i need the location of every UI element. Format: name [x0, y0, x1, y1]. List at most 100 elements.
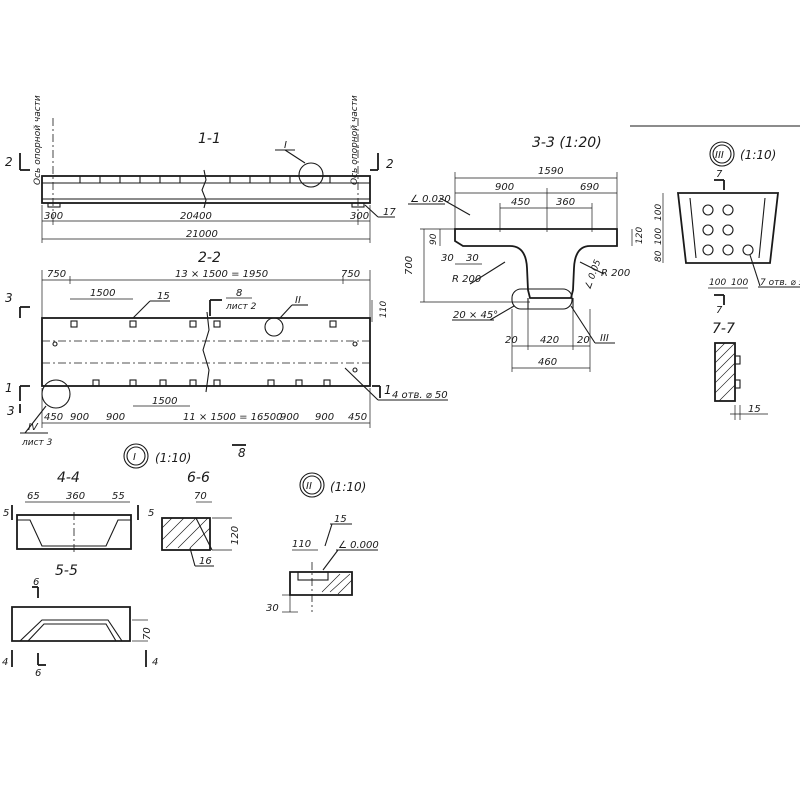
plan-top-studs: [70, 320, 337, 328]
node-I-title-label: I: [133, 452, 136, 463]
chamfer-label: 20 × 45°: [453, 310, 498, 321]
node-III-hole-6: [722, 244, 734, 256]
node-III-hole-4: [722, 224, 734, 236]
node-III-leader: [570, 305, 596, 344]
node-I-title-circle: [123, 443, 149, 469]
node-II-pos-15: 15: [334, 514, 347, 525]
dim-20-left: 20: [505, 335, 518, 346]
pos-16-label: 16: [199, 556, 212, 567]
dim-30-a: 30: [441, 253, 454, 264]
dim-21000: 21000: [186, 229, 218, 240]
plan-bottom-studs: [92, 379, 331, 387]
node-II-hatch: [321, 573, 353, 595]
plan-hole-1: [52, 341, 58, 347]
section-4-4: 4-4 65 360 55 5 5: [3, 470, 154, 552]
node-IV-callout-circle: [41, 379, 71, 409]
cut-label-1-left: 1: [5, 381, 13, 395]
dim-300-right: 300: [350, 211, 369, 222]
dim-300-left: 300: [44, 211, 63, 222]
dim-1590: 1590: [538, 166, 563, 177]
cut-label-7-bottom: 7: [716, 305, 723, 316]
node-III-hole-7: [742, 244, 754, 256]
holes-4-leader: [344, 367, 379, 401]
dim-120-6-6: 120: [230, 526, 241, 545]
node-III-title-circle: [709, 141, 735, 167]
plan-break-line: [202, 311, 210, 393]
node-III-holes-label: 7 отв. ⌀ 50: [760, 278, 800, 288]
node-II-slope-000: ∠ 0.000: [338, 540, 379, 551]
node-III-hole-1: [702, 204, 714, 216]
holes-4-label: 4 отв. ⌀ 50: [392, 390, 448, 401]
plan-hole-3: [352, 367, 358, 373]
node-II-title-circle: [299, 472, 325, 498]
section-1-1-title: 1-1: [198, 131, 221, 147]
dim-450-right: 450: [348, 412, 367, 423]
node-III-dim-100-c: 100: [709, 278, 726, 288]
support-axis-label-right: Ось опорной части: [350, 95, 360, 185]
section-3-3-title: 3-3 (1:20): [532, 135, 602, 151]
pos-15-leader: [132, 300, 151, 319]
node-I-leader: [284, 149, 306, 164]
r200-right: R 200: [601, 268, 630, 279]
cut-label-7-top: 7: [716, 169, 723, 180]
section-1-1: 1-1 2 2 Ось опорной части Ось опорной ча…: [5, 95, 396, 243]
dim-900-d: 900: [315, 412, 334, 423]
section-3-3: 3-3 (1:20) 1590 900 690 450 360 ∠ 0.020 …: [404, 135, 645, 372]
node-III-scale: (1:10): [740, 148, 776, 162]
section-7-7-hatch: [714, 342, 736, 402]
section-2-2-title: 2-2: [198, 250, 221, 266]
dim-360-section: 360: [556, 197, 575, 208]
cut-label-2-left: 2: [5, 155, 13, 169]
cut-label-2-right: 2: [386, 157, 394, 171]
node-I-callout-circle: [298, 162, 324, 188]
cut-label-3-bottom: 3: [7, 404, 15, 418]
node-I-callout-label: I: [284, 140, 287, 151]
slope-020-leader: [439, 197, 471, 216]
node-I-detail-header: I (1:10): [123, 443, 191, 469]
node-II-title-label: II: [306, 481, 312, 492]
section-6-6: 6-6 70 120 16: [161, 470, 241, 567]
dim-900-section: 900: [495, 182, 514, 193]
section-6-6-body: [161, 517, 211, 551]
dim-20-right: 20: [577, 335, 590, 346]
sheet-2-ref: лист 2: [225, 302, 257, 312]
dim-20400: 20400: [180, 211, 212, 222]
pos-15-label: 15: [157, 291, 170, 302]
section-7-7-dim-15: 15: [748, 404, 761, 415]
node-III-dim-100-d: 100: [731, 278, 748, 288]
node-II-detail: II (1:10) 15 110 ∠ 0.000 30: [266, 472, 379, 614]
dim-750-right: 750: [341, 269, 360, 280]
section-5-5: 5-5 6 70 4 4 6: [2, 563, 158, 679]
dim-900-c: 900: [280, 412, 299, 423]
section-6-6-hatch: [161, 517, 211, 549]
node-III-detail: III (1:10) 7 100 100 80 100 100 7 отв. ⌀…: [654, 141, 800, 316]
dim-5-right: 5: [148, 508, 154, 519]
node-II-dim-110: 110: [292, 539, 311, 550]
cut-label-3-top: 3: [5, 291, 13, 305]
cut-8-label-top: 8: [236, 288, 242, 299]
node-III-ref-label: III: [600, 333, 609, 344]
dim-90: 90: [429, 233, 439, 245]
dim-65: 65: [27, 491, 40, 502]
section-7-7: 7-7 15: [712, 321, 768, 420]
tbeam-bottom-bulb: [511, 288, 573, 310]
node-III-title-label: III: [715, 150, 724, 161]
dim-700: 700: [404, 256, 415, 275]
dim-110-plan: 110: [379, 301, 389, 318]
dim-420: 420: [540, 335, 559, 346]
tbeam-cross-section: [454, 228, 618, 299]
node-IV-callout-label: IV: [28, 422, 39, 433]
beam-break-line: [201, 169, 207, 209]
node-III-dim-80: 80: [654, 250, 664, 262]
node-III-plate: [676, 192, 780, 264]
node-III-dim-100-b: 100: [654, 228, 664, 245]
beam-plan-outline: [41, 317, 371, 387]
node-I-scale: (1:10): [155, 451, 191, 465]
cut-label-1-right: 1: [384, 383, 392, 397]
dim-460: 460: [538, 357, 557, 368]
slope-020-label: ∠ 0.020: [410, 194, 451, 205]
dim-750-left: 750: [47, 269, 66, 280]
pos-17-label: 17: [383, 207, 396, 218]
node-III-dim-100-a: 100: [654, 204, 664, 221]
